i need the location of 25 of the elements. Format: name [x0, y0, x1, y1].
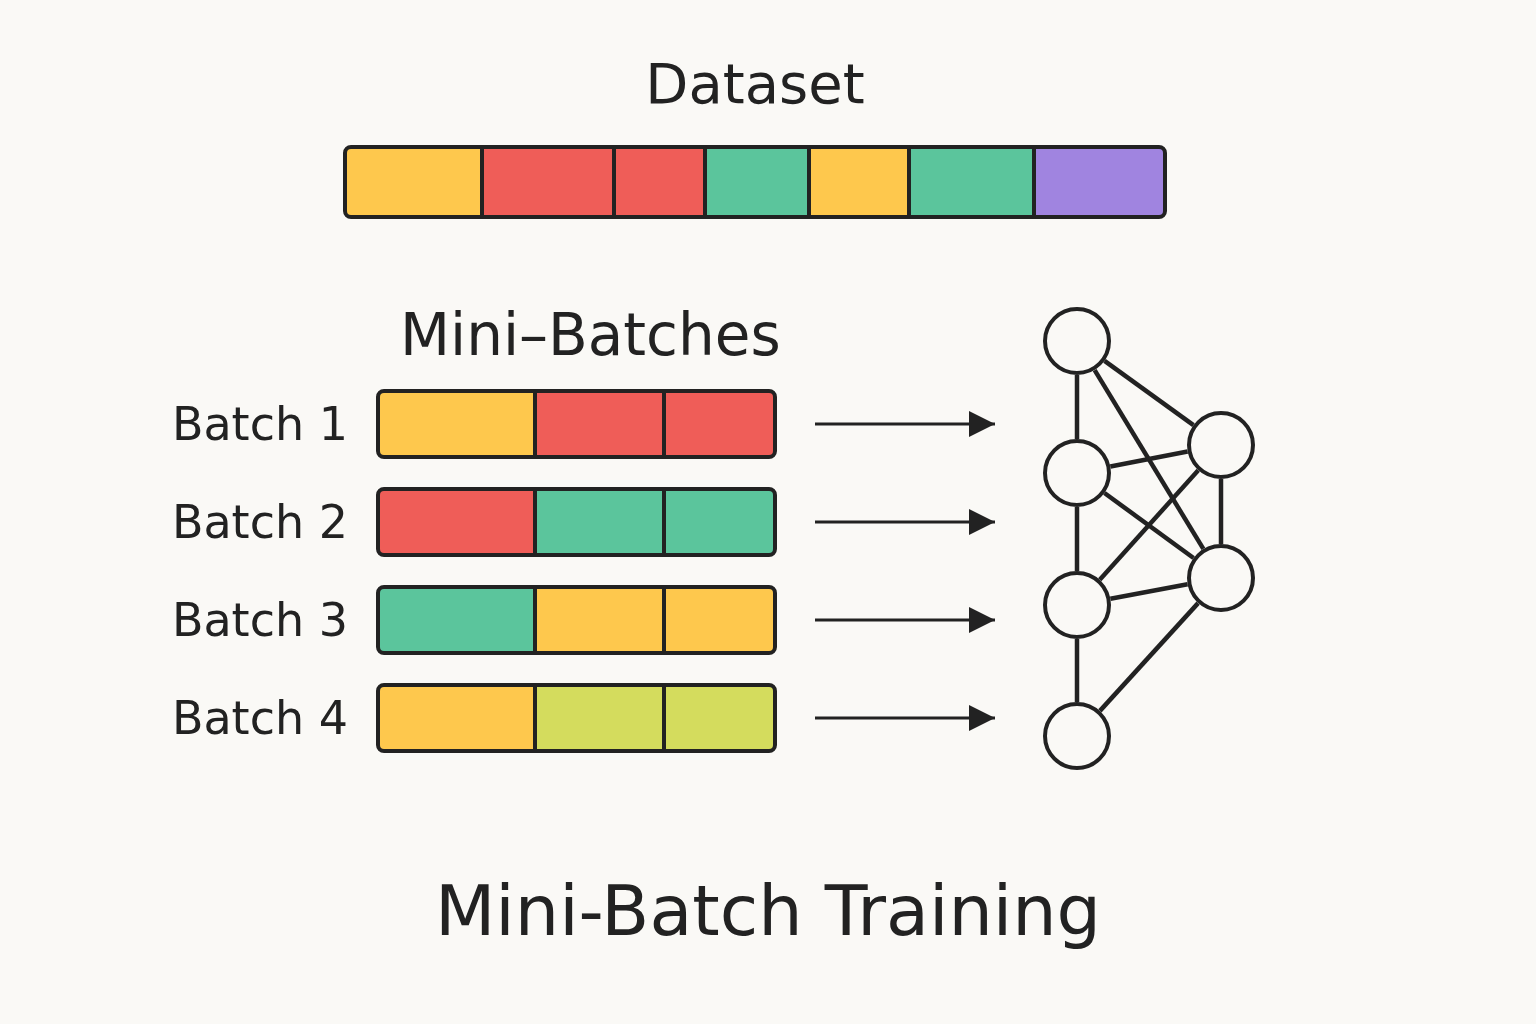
arrow [815, 509, 995, 535]
network-connection [1098, 468, 1200, 582]
section-heading: Dataset [645, 50, 865, 118]
arrow [815, 411, 995, 437]
data-segment [380, 491, 533, 553]
network-connection [1098, 601, 1200, 713]
data-segment [380, 687, 533, 749]
batch-label: Batch 2 [171, 494, 348, 550]
data-segment [347, 149, 480, 215]
network-connection [1074, 507, 1080, 571]
arrow [815, 705, 995, 731]
data-segment [380, 393, 533, 455]
arrow [815, 607, 995, 633]
network-connection [1074, 375, 1080, 439]
network-connection [1218, 479, 1224, 544]
data-segment [380, 589, 533, 651]
batch-label: Batch 4 [171, 690, 348, 746]
batch-label: Batch 3 [171, 592, 348, 648]
network-connection [1110, 582, 1188, 601]
network-connection [1074, 639, 1080, 702]
diagram-title: Mini-Batch Training [434, 869, 1102, 954]
network-connection [1103, 491, 1195, 560]
section-heading: Mini–Batches [400, 300, 781, 370]
batch-label: Batch 1 [171, 396, 348, 452]
network-connection [1103, 359, 1195, 427]
